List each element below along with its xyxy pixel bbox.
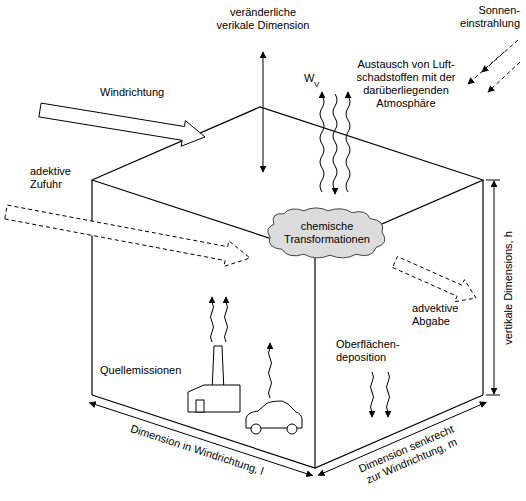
label: Oberflächen- deposition (336, 338, 408, 364)
sun-ray (488, 62, 520, 92)
label: vertikale Dimensions, h (502, 218, 515, 358)
label: Austausch von Luft- schadstoffen mit der… (354, 58, 458, 110)
advective-input-arrow (5, 205, 250, 266)
dimension-tick (486, 395, 500, 396)
dimension-tick (486, 180, 500, 181)
car-icon (246, 401, 302, 434)
wavy-arrow (387, 372, 390, 417)
double-arrow (263, 52, 264, 172)
sun-ray (468, 52, 504, 84)
wavy-arrow (225, 297, 228, 342)
door (196, 400, 204, 412)
factory-icon (188, 346, 240, 412)
label: Sonnen- einstrahlung (458, 4, 520, 30)
label: Quellemissionen (100, 364, 190, 377)
emission-arrows (211, 297, 272, 398)
deposition-arrows (371, 372, 390, 417)
wavy-arrow (333, 94, 337, 194)
box-edge (482, 180, 483, 395)
sun-rays (468, 40, 520, 92)
box-edges (92, 107, 483, 468)
building (188, 385, 240, 412)
wind-arrow (39, 103, 205, 146)
dimension-line (90, 403, 313, 476)
wheel (251, 424, 261, 434)
dimension-line (494, 181, 495, 394)
box-edge (314, 253, 315, 468)
wavy-arrow (371, 372, 374, 417)
exchange-arrows (320, 92, 350, 194)
label: advektive Abgabe (412, 302, 478, 328)
wavy-arrow (269, 343, 272, 398)
label: veränderliche verikale Dimension (216, 6, 310, 32)
advective-output-arrow (393, 257, 476, 302)
box-edge (91, 180, 92, 395)
cloud-outline (268, 208, 385, 258)
label: Windrichtung (100, 86, 180, 99)
wavy-arrow (320, 92, 324, 192)
label: Dimension senkrecht zur Windrichtung, m (352, 421, 465, 490)
label: adektive Zufuhr (30, 165, 86, 191)
wavy-arrow (211, 297, 214, 342)
node-text: chemische Transformationen (262, 220, 392, 246)
label: V (314, 80, 322, 90)
wheel (287, 424, 297, 434)
cloud-node: chemische Transformationen (262, 205, 392, 261)
wavy-arrow (346, 92, 350, 192)
